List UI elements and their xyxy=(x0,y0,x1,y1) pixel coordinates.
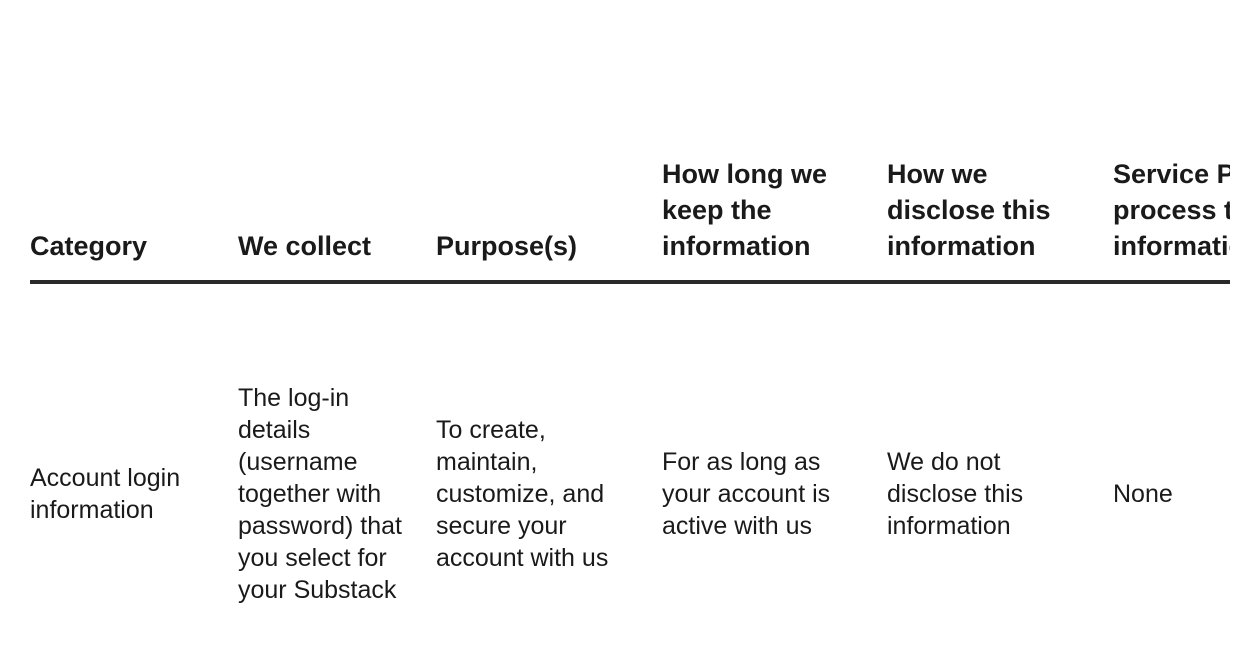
header-purposes: Purpose(s) xyxy=(436,0,662,284)
table-row: Account login information The log-in det… xyxy=(30,282,1230,628)
table-body: Account login information The log-in det… xyxy=(30,282,1230,628)
cell-purposes-text: To create, maintain, customize, and secu… xyxy=(436,416,609,572)
cell-purposes: To create, maintain, customize, and secu… xyxy=(436,282,662,628)
header-we-collect: We collect xyxy=(238,0,436,284)
header-service-provider: Service Provider that process this infor… xyxy=(1113,0,1230,284)
cell-service-provider-text: None xyxy=(1113,480,1173,508)
cell-retention-text: For as long as your account is active wi… xyxy=(662,448,831,540)
header-category: Category xyxy=(30,0,238,284)
privacy-data-table-container: Category We collect Purpose(s) How long … xyxy=(30,0,1230,628)
cell-disclosure: We do not disclose this information xyxy=(887,282,1113,628)
cell-category: Account login information xyxy=(30,282,238,628)
table-header-row: Category We collect Purpose(s) How long … xyxy=(30,0,1230,284)
cell-we-collect-text: The log-in details (username together wi… xyxy=(238,384,402,604)
cell-category-text: Account login information xyxy=(30,464,181,524)
cell-service-provider: None xyxy=(1113,282,1230,628)
table-header: Category We collect Purpose(s) How long … xyxy=(30,0,1230,284)
header-disclosure: How we disclose this information xyxy=(887,0,1113,284)
privacy-data-table: Category We collect Purpose(s) How long … xyxy=(30,0,1230,628)
cell-disclosure-text: We do not disclose this information xyxy=(887,448,1024,540)
header-retention: How long we keep the information xyxy=(662,0,887,284)
cell-we-collect: The log-in details (username together wi… xyxy=(238,282,436,628)
cell-retention: For as long as your account is active wi… xyxy=(662,282,887,628)
